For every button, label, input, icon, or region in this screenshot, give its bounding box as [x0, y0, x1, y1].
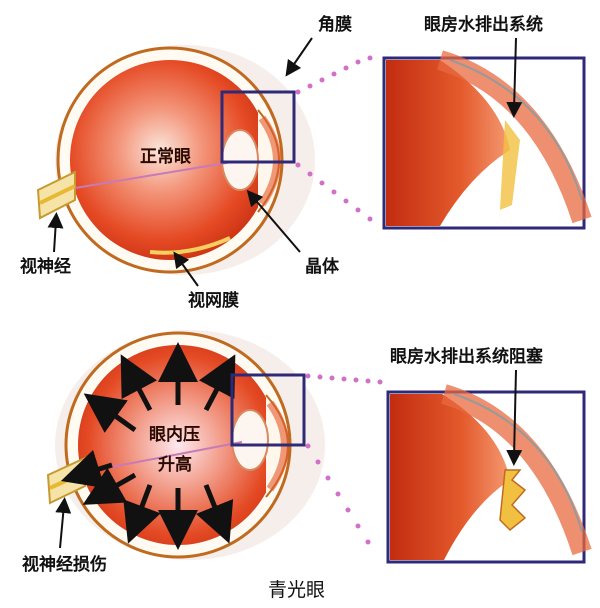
label-iop-2: 升高 — [158, 454, 192, 475]
visual-axis — [74, 161, 233, 189]
zoom-box-bottom — [230, 373, 306, 447]
caption-glaucoma: 青光眼 — [268, 579, 325, 601]
retina-line — [149, 236, 231, 255]
zoom-panel-bottom — [386, 384, 592, 564]
label-normal-eye: 正常眼 — [140, 146, 191, 167]
eyeball — [70, 60, 270, 260]
zoom-panel-top — [382, 50, 592, 230]
label-drainage-blocked: 眼房水排出系统阻塞 — [390, 346, 544, 367]
zoom-box-top — [220, 90, 296, 164]
glaucoma-eye — [46, 330, 325, 560]
lens-shape — [221, 129, 259, 191]
zoom-connectors-bottom — [305, 373, 383, 545]
label-cornea: 角膜 — [318, 14, 352, 35]
label-drainage: 眼房水排出系统 — [424, 14, 543, 35]
label-optic-damage: 视神经损伤 — [22, 554, 107, 575]
label-retina: 视网膜 — [188, 290, 239, 311]
pressure-arrows — [60, 342, 236, 550]
label-optic-nerve: 视神经 — [20, 256, 71, 277]
normal-eye — [36, 45, 315, 275]
zoom-connectors-top — [295, 55, 373, 222]
lens-shape-2 — [231, 409, 269, 471]
label-lens: 晶体 — [305, 256, 340, 277]
label-iop-1: 眼内压 — [149, 424, 200, 445]
